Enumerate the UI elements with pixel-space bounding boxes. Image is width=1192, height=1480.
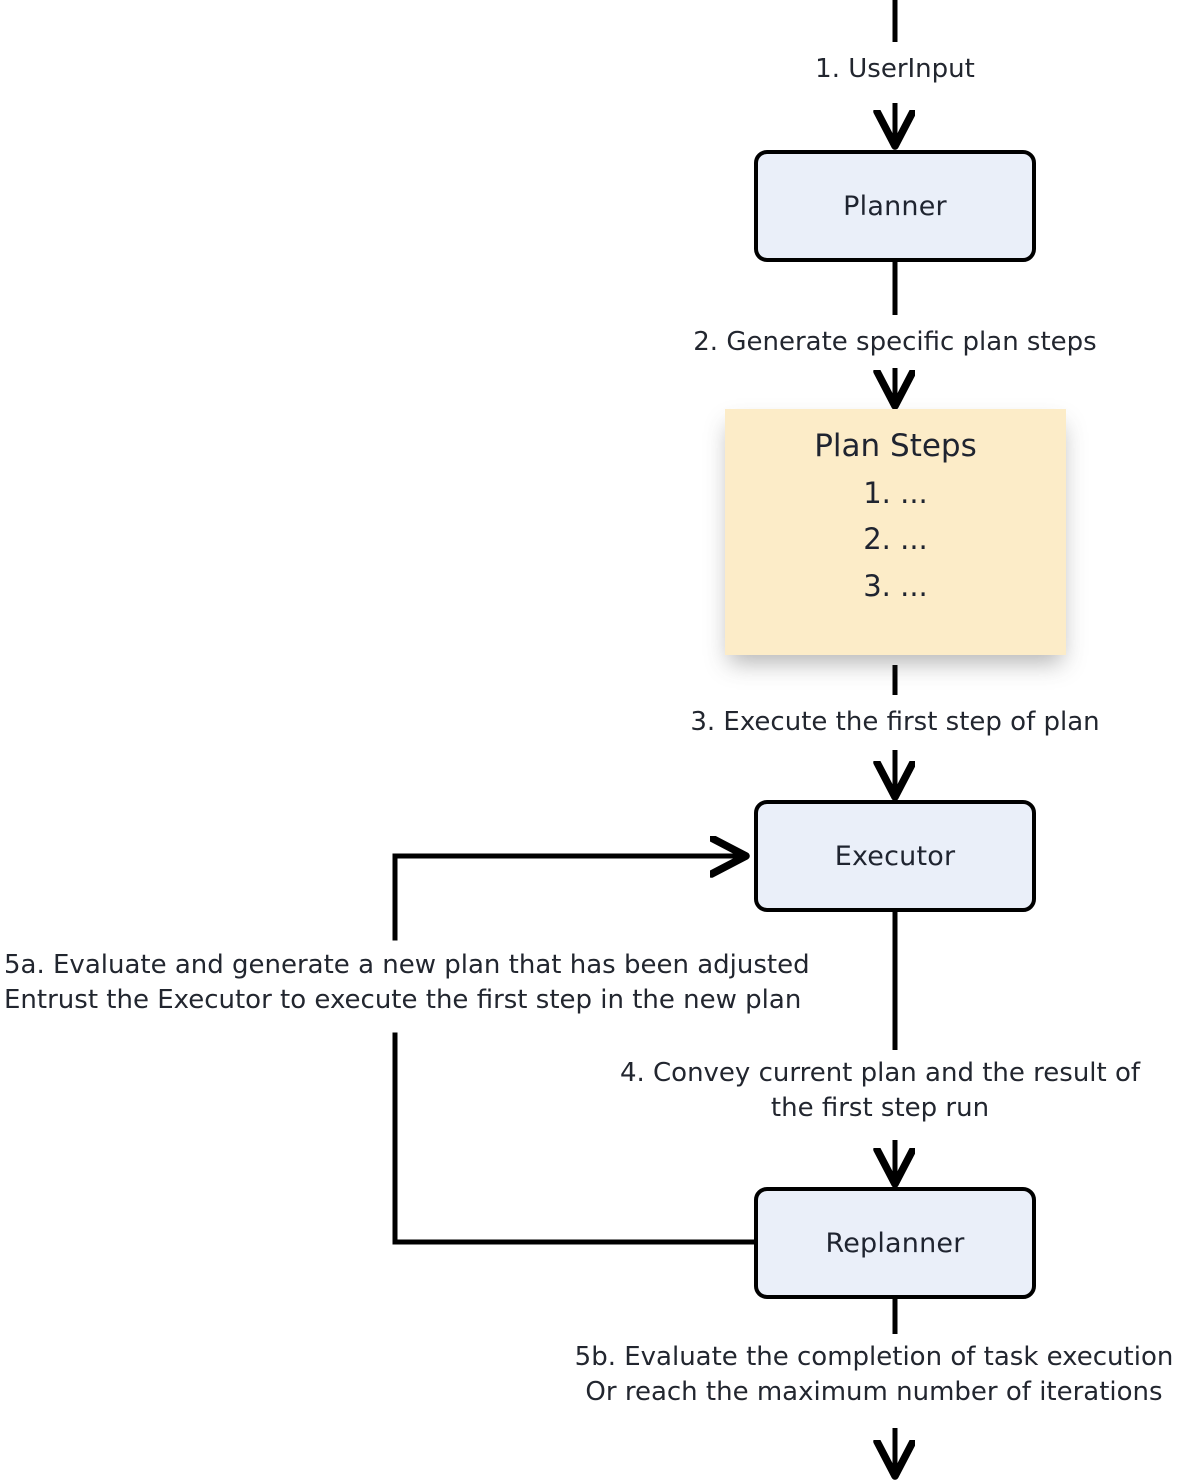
edge-label-replan-loop-line2: Entrust the Executor to execute the firs… (4, 985, 802, 1016)
node-replanner-label: Replanner (825, 1227, 965, 1259)
edge-label-execute-first: 3. Execute the first step of plan (690, 707, 1100, 737)
node-replanner[interactable]: Replanner (754, 1187, 1036, 1299)
edge-label-finish-line2: Or reach the maximum number of iteration… (585, 1377, 1163, 1408)
edge-label-finish: 5b. Evaluate the completion of task exec… (560, 1340, 1188, 1411)
edge-label-replan-loop: 5a. Evaluate and generate a new plan tha… (4, 948, 810, 1019)
edge-label-finish-line1: 5b. Evaluate the completion of task exec… (574, 1342, 1174, 1372)
edge-label-convey-result-line1: 4. Convey current plan and the result of (619, 1058, 1141, 1088)
edge-replan-loop-lower (392, 1032, 755, 1245)
node-plan-steps[interactable]: Plan Steps 1. ... 2. ... 3. ... (725, 409, 1066, 655)
edge-replan-loop-upper (392, 856, 742, 941)
edge-label-convey-result-line2: the first step run (770, 1093, 990, 1124)
edge-label-generate-plan: 2. Generate specific plan steps (693, 327, 1097, 357)
node-planner-label: Planner (843, 190, 947, 222)
node-executor[interactable]: Executor (754, 800, 1036, 912)
edge-label-replan-loop-line1: 5a. Evaluate and generate a new plan tha… (4, 950, 810, 980)
edge-label-user-input: 1. UserInput (815, 54, 975, 84)
node-plan-steps-item: 3. ... (863, 568, 928, 603)
node-plan-steps-item: 1. ... (863, 475, 928, 510)
node-executor-label: Executor (834, 840, 956, 872)
node-plan-steps-item: 2. ... (863, 522, 928, 557)
node-planner[interactable]: Planner (754, 150, 1036, 262)
node-plan-steps-title: Plan Steps (814, 428, 977, 464)
edge-label-convey-result: 4. Convey current plan and the result of… (590, 1056, 1170, 1127)
